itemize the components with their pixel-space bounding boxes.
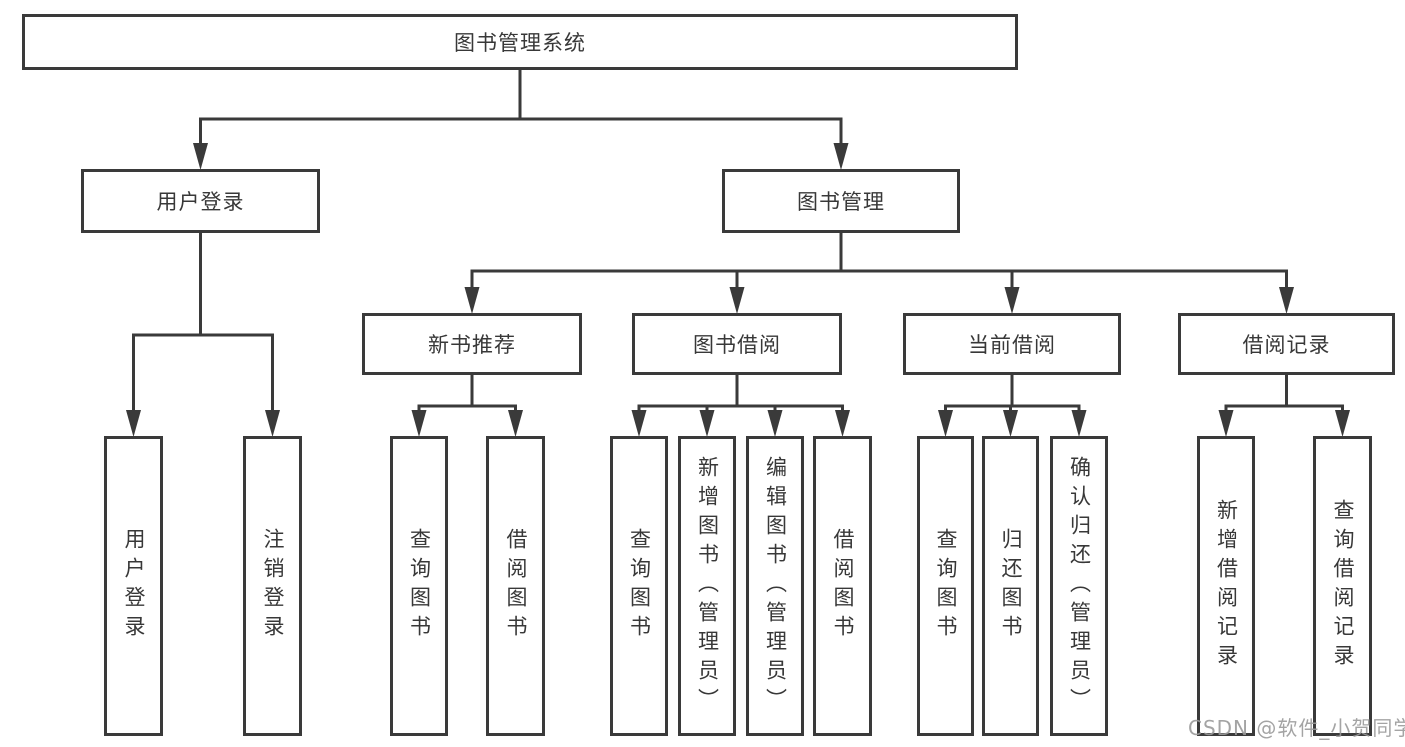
csdn-watermark: CSDN @软件_小贺同学 <box>1188 716 1405 740</box>
node-label-leaf-query-record: 查询借阅记录 <box>1331 499 1355 673</box>
node-label-leaf-logout: 注销登录 <box>261 528 285 644</box>
node-leaf-return-book: 归还图书 <box>982 436 1039 736</box>
node-label-leaf-confirm-return: 确认归还（管理员） <box>1067 455 1092 717</box>
node-label-book-borrow: 图书借阅 <box>693 333 781 357</box>
node-label-leaf-add-book: 新增图书（管理员） <box>695 455 720 717</box>
node-label-borrow-records: 借阅记录 <box>1242 333 1331 357</box>
node-label-leaf-edit-book: 编辑图书（管理员） <box>763 455 788 717</box>
node-user-login: 用户登录 <box>81 169 320 233</box>
node-new-book-rec: 新书推荐 <box>362 313 582 375</box>
node-label-user-login: 用户登录 <box>156 190 245 214</box>
node-leaf-confirm-return: 确认归还（管理员） <box>1050 436 1108 736</box>
node-label-leaf-add-record: 新增借阅记录 <box>1214 499 1239 673</box>
node-label-new-book-rec: 新书推荐 <box>428 333 516 357</box>
node-leaf-edit-book: 编辑图书（管理员） <box>746 436 804 736</box>
node-label-leaf-borrow-book-1: 借阅图书 <box>504 528 528 644</box>
node-label-book-mgmt: 图书管理 <box>797 190 885 214</box>
node-label-current-borrow: 当前借阅 <box>968 333 1056 357</box>
node-label-root: 图书管理系统 <box>454 31 586 55</box>
node-leaf-borrow-book-2: 借阅图书 <box>813 436 872 736</box>
node-leaf-logout: 注销登录 <box>243 436 302 736</box>
node-label-leaf-user-login: 用户登录 <box>122 528 146 644</box>
node-leaf-query-book-1: 查询图书 <box>390 436 448 736</box>
node-leaf-query-record: 查询借阅记录 <box>1313 436 1372 736</box>
node-label-leaf-return-book: 归还图书 <box>999 528 1023 644</box>
node-leaf-add-book: 新增图书（管理员） <box>678 436 736 736</box>
node-borrow-records: 借阅记录 <box>1178 313 1395 375</box>
node-root: 图书管理系统 <box>22 14 1018 70</box>
node-book-borrow: 图书借阅 <box>632 313 842 375</box>
node-label-leaf-borrow-book-2: 借阅图书 <box>831 528 855 644</box>
node-leaf-add-record: 新增借阅记录 <box>1197 436 1255 736</box>
node-leaf-user-login: 用户登录 <box>104 436 163 736</box>
node-leaf-borrow-book-1: 借阅图书 <box>486 436 545 736</box>
node-book-mgmt: 图书管理 <box>722 169 960 233</box>
node-leaf-query-book-3: 查询图书 <box>917 436 974 736</box>
node-leaf-query-book-2: 查询图书 <box>610 436 668 736</box>
node-label-leaf-query-book-1: 查询图书 <box>407 528 432 644</box>
node-label-leaf-query-book-3: 查询图书 <box>934 528 958 644</box>
node-label-leaf-query-book-2: 查询图书 <box>627 528 652 644</box>
node-current-borrow: 当前借阅 <box>903 313 1121 375</box>
